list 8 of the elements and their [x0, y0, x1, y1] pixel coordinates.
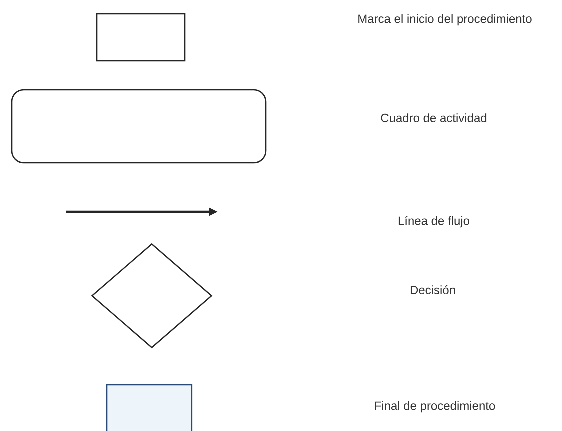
symbol-caption: Decisión — [410, 286, 456, 294]
symbol-caption: Línea de flujo — [398, 216, 470, 228]
symbol-caption: Cuadro de actividad — [381, 114, 487, 122]
symbol-caption: Marca el inicio del procedimiento — [358, 14, 532, 26]
symbol-box — [106, 384, 193, 431]
symbol-caption: Final de procedimiento — [375, 401, 496, 413]
symbol-box — [96, 13, 186, 62]
symbol-box — [11, 89, 267, 164]
